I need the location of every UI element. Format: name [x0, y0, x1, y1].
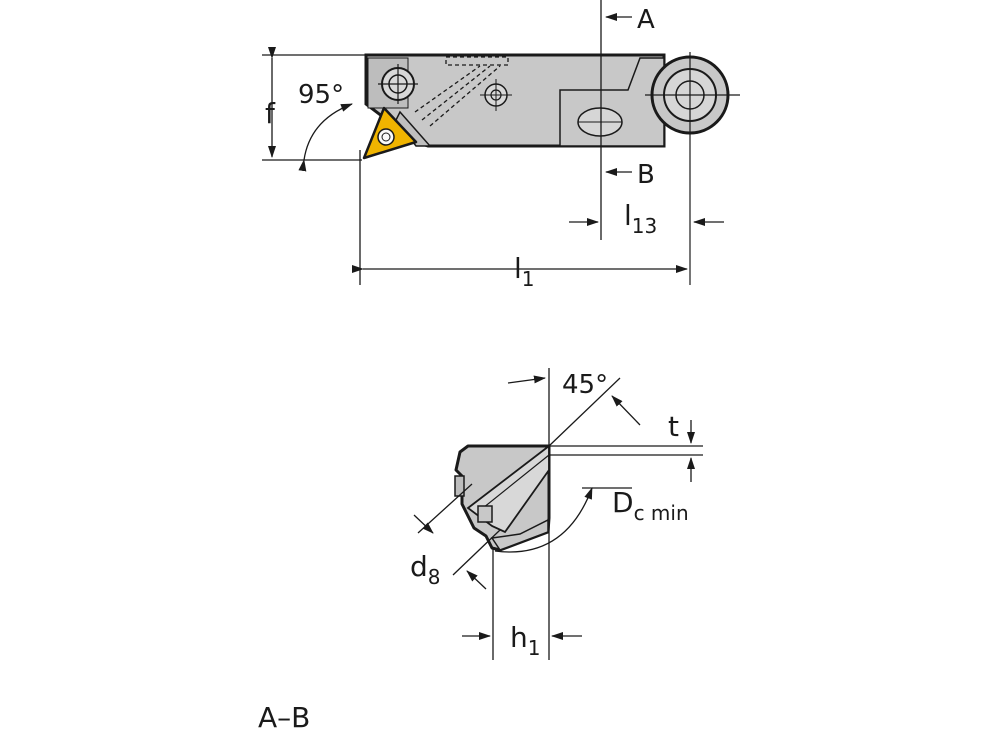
angle-45-label: 45° — [562, 370, 608, 400]
l13-label: l13 — [624, 199, 657, 238]
d8-sub: 8 — [428, 565, 441, 589]
dc-min-label: Dc min — [612, 486, 689, 525]
l1-main: l — [514, 252, 522, 285]
h1-sub: 1 — [528, 636, 541, 660]
d8-main: d — [410, 550, 428, 583]
clamp-screw-icon — [378, 64, 418, 104]
section-b-label: B — [637, 160, 655, 190]
h1-label: h1 — [510, 621, 540, 660]
dc-sub: c min — [634, 501, 689, 525]
l13-main: l — [624, 199, 632, 232]
dc-main: D — [612, 486, 634, 519]
l1-label: l1 — [514, 252, 535, 291]
d8-label: d8 — [410, 550, 441, 589]
top-view: 95° f A B l13 l1 — [262, 0, 740, 291]
coolant-channel — [414, 56, 509, 127]
h1-main: h — [510, 621, 528, 654]
angle-95-label: 95° — [298, 80, 344, 110]
adjust-screw-icon — [480, 79, 512, 111]
section-view: 45° t Dc min d8 h1 A–B — [258, 368, 703, 734]
l1-sub: 1 — [522, 267, 535, 291]
section-caption: A–B — [258, 701, 310, 734]
l13-sub: 13 — [632, 214, 657, 238]
section-a-label: A — [637, 5, 655, 35]
t-label: t — [668, 410, 679, 443]
shank-end-icon — [645, 52, 740, 285]
f-label: f — [265, 97, 276, 130]
